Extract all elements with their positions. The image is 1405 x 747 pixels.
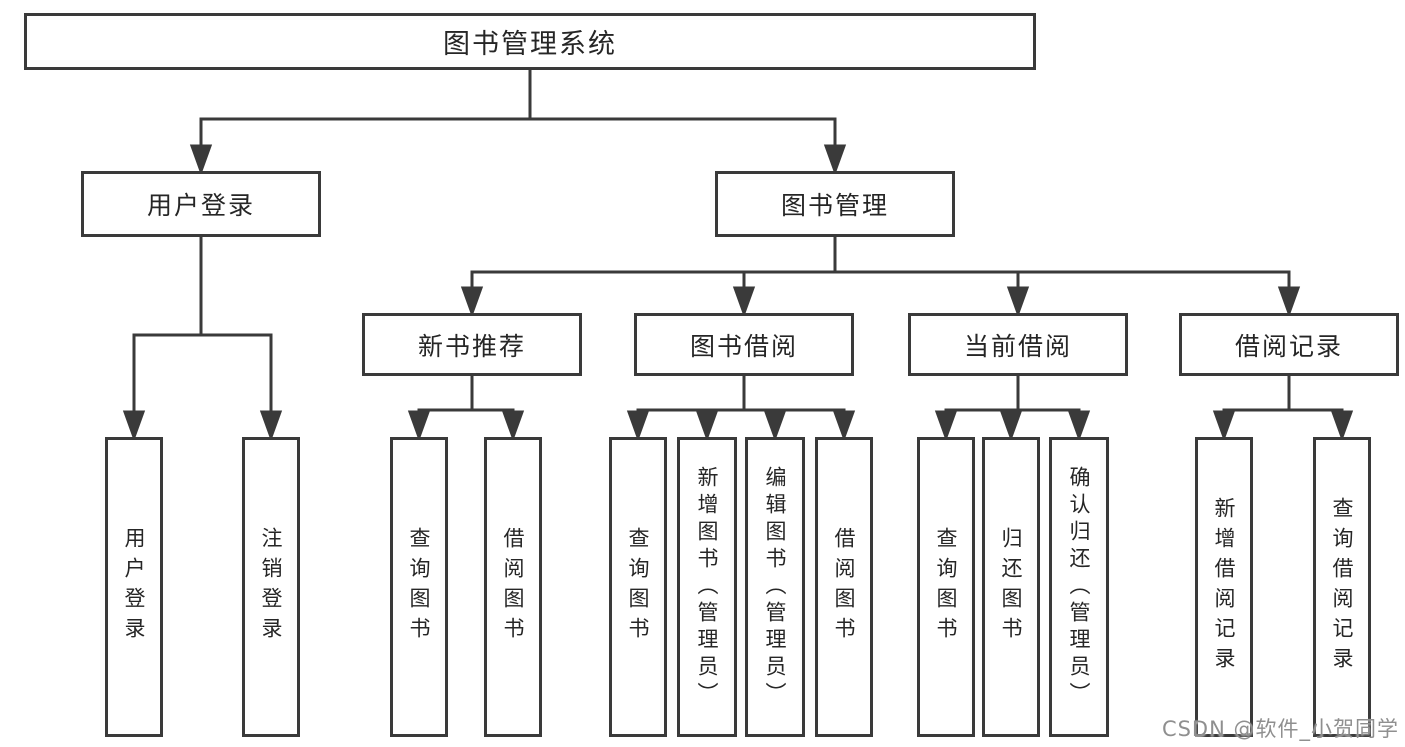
node-current-borrowing: 当前借阅: [908, 313, 1128, 376]
leaf-add-borrow-record: 新增借阅记录: [1195, 437, 1253, 737]
arrow-down-icon: [189, 144, 213, 176]
connector-new-book-to-leaves: [407, 376, 525, 442]
arrow-down-icon: [832, 410, 856, 442]
arrow-down-icon: [1006, 286, 1030, 318]
arrow-down-icon: [501, 410, 525, 442]
leaf-query-borrow-record: 查询借阅记录: [1313, 437, 1371, 737]
connector-root-to-branches: [189, 70, 847, 176]
connector-user-login-to-leaves: [122, 237, 283, 442]
connector-borrow-records-to-leaves: [1212, 376, 1354, 442]
leaf-return-books: 归还图书: [982, 437, 1040, 737]
arrow-down-icon: [1067, 410, 1091, 442]
arrow-down-icon: [763, 410, 787, 442]
arrow-down-icon: [407, 410, 431, 442]
node-new-book-recommendation: 新书推荐: [362, 313, 582, 376]
leaf-edit-books-admin: 编辑图书（管理员）: [745, 437, 805, 737]
arrow-down-icon: [1277, 286, 1301, 318]
leaf-query-books-borrow: 查询图书: [609, 437, 667, 737]
connector-current-borrow-to-leaves: [934, 376, 1091, 442]
arrow-down-icon: [122, 410, 146, 442]
connector-book-borrow-to-leaves: [626, 376, 856, 442]
csdn-watermark: CSDN @软件_小贺同学: [1161, 717, 1399, 741]
arrow-down-icon: [259, 410, 283, 442]
leaf-confirm-return-admin: 确认归还（管理员）: [1049, 437, 1109, 737]
leaf-borrow-books-recommend: 借阅图书: [484, 437, 542, 737]
arrow-down-icon: [732, 286, 756, 318]
leaf-add-books-admin: 新增图书（管理员）: [677, 437, 737, 737]
leaf-logout: 注销登录: [242, 437, 300, 737]
connector-book-management-to-subs: [460, 237, 1301, 318]
arrow-down-icon: [1330, 410, 1354, 442]
node-book-borrowing: 图书借阅: [634, 313, 854, 376]
node-book-management: 图书管理: [715, 171, 955, 237]
arrow-down-icon: [626, 410, 650, 442]
node-user-login: 用户登录: [81, 171, 321, 237]
arrow-down-icon: [823, 144, 847, 176]
node-borrowing-records: 借阅记录: [1179, 313, 1399, 376]
leaf-user-login: 用户登录: [105, 437, 163, 737]
arrow-down-icon: [1212, 410, 1236, 442]
leaf-query-books-recommend: 查询图书: [390, 437, 448, 737]
arrow-down-icon: [999, 410, 1023, 442]
leaf-query-books-current: 查询图书: [917, 437, 975, 737]
arrow-down-icon: [934, 410, 958, 442]
node-library-management-system: 图书管理系统: [24, 13, 1036, 70]
leaf-borrow-books: 借阅图书: [815, 437, 873, 737]
arrow-down-icon: [460, 286, 484, 318]
arrow-down-icon: [695, 410, 719, 442]
